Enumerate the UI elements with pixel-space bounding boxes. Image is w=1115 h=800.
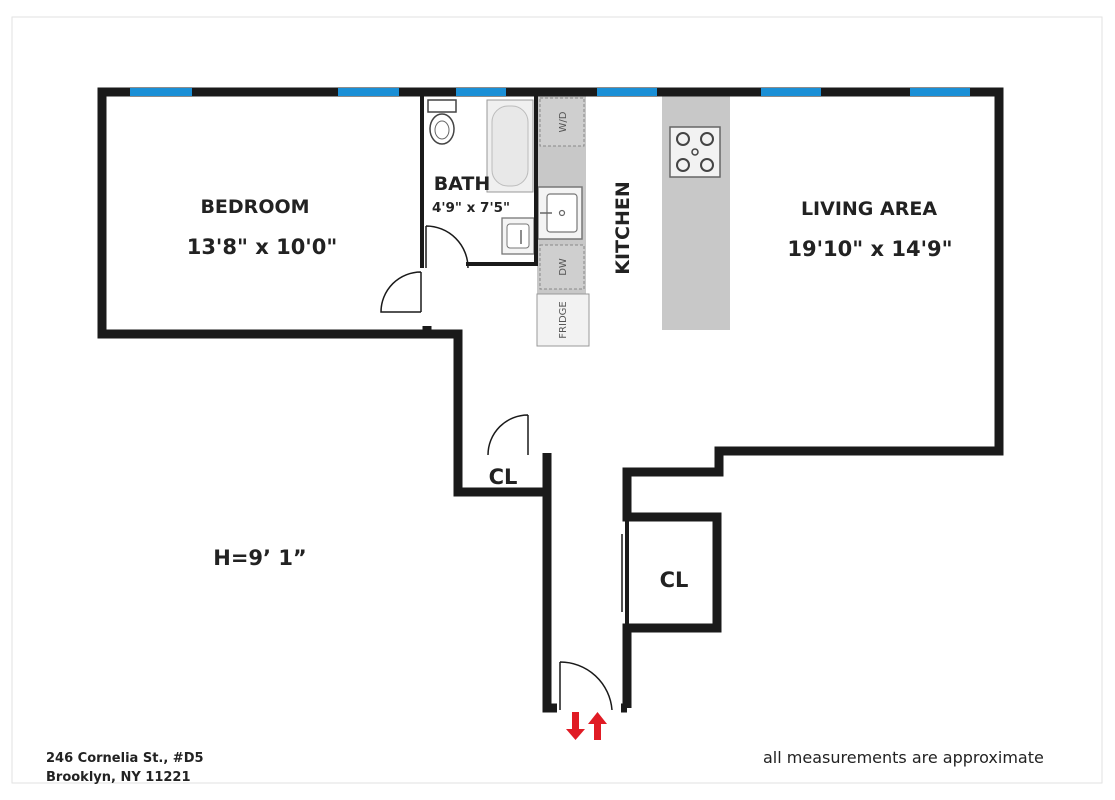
bath-door-icon: [425, 225, 469, 269]
address: 246 Cornelia St., #D5 Brooklyn, NY 11221: [46, 749, 204, 787]
fridge-label: FRIDGE: [558, 301, 569, 338]
kitchen-name: KITCHEN: [612, 181, 634, 274]
closet-left-name: CL: [489, 465, 518, 489]
address-line2: Brooklyn, NY 11221: [46, 770, 191, 785]
measurement-note: all measurements are approximate: [763, 748, 1044, 767]
dishwasher-label: DW: [558, 258, 569, 276]
washer-dryer-icon: [539, 97, 585, 147]
fridge-icon: [536, 293, 590, 347]
bathtub-icon: [486, 99, 534, 193]
entry-door-icon: [559, 661, 613, 711]
stove-icon: [669, 126, 721, 178]
entry-arrows-icon: [566, 712, 607, 740]
closet-right-name: CL: [660, 568, 689, 592]
sliding-door-icon: [621, 534, 627, 612]
address-line1: 246 Cornelia St., #D5: [46, 751, 204, 766]
closet-door-icon: [487, 414, 529, 456]
living-size: 19'10" x 14'9": [787, 237, 952, 261]
page-border: [11, 16, 1103, 784]
doors: [380, 225, 627, 711]
kitchen-sink-icon: [537, 186, 583, 240]
bedroom-door-icon: [380, 271, 422, 313]
bedroom-size: 13'8" x 10'0": [187, 235, 338, 259]
dishwasher-icon: [539, 244, 585, 290]
washer-dryer-label: W/D: [558, 111, 569, 132]
bath-name: BATH: [434, 173, 491, 195]
bedroom-name: BEDROOM: [200, 196, 309, 218]
toilet-icon: [427, 99, 457, 145]
living-name: LIVING AREA: [801, 198, 937, 220]
ceiling-height: H=9’ 1”: [213, 546, 307, 570]
bath-size: 4'9" x 7'5": [432, 200, 510, 216]
bath-sink-icon: [501, 217, 535, 255]
walls: [97, 87, 1004, 713]
